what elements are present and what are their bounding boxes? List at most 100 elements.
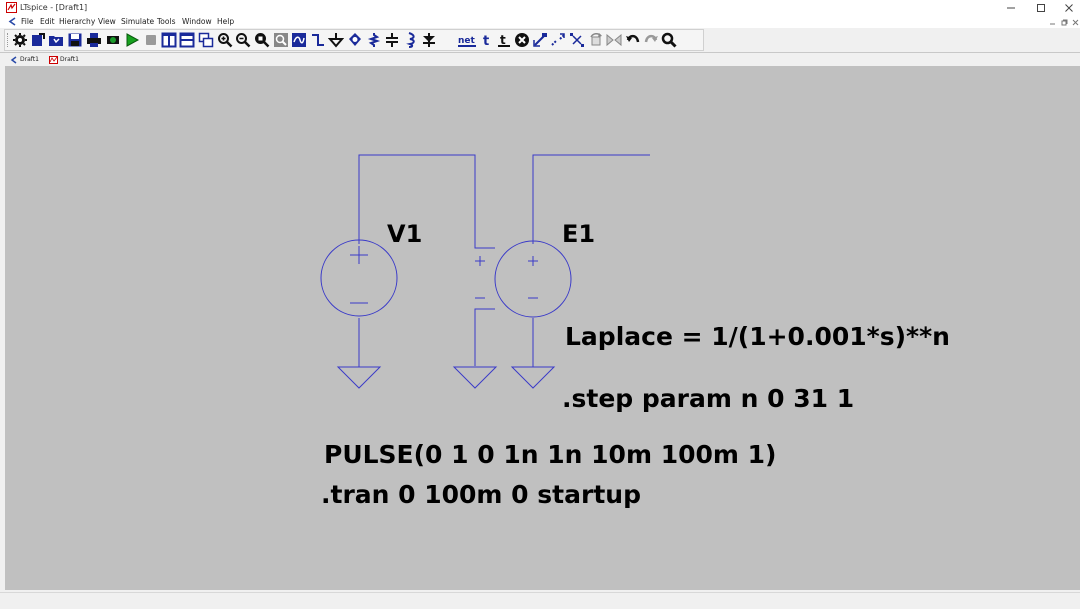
find-button[interactable] — [661, 32, 677, 48]
toolbar-grip[interactable] — [7, 33, 10, 47]
tab-label: Draft1 — [60, 56, 79, 63]
zoom-full-button[interactable] — [254, 32, 270, 48]
menu-hierarchy[interactable]: Hierarchy — [59, 17, 96, 26]
zoom-out-button[interactable] — [235, 32, 251, 48]
redo-button[interactable] — [643, 32, 659, 48]
resistor-button[interactable] — [366, 32, 382, 48]
drag-button[interactable] — [569, 32, 585, 48]
svg-text:t: t — [500, 33, 506, 47]
text-icon: t — [483, 34, 489, 48]
menu-file[interactable]: File — [21, 17, 34, 26]
window-title: LTspice - [Draft1] — [20, 3, 88, 12]
tile-vertical-button[interactable] — [161, 32, 177, 48]
mirror-button[interactable] — [606, 32, 622, 48]
status-bar — [0, 592, 1080, 609]
mdi-close-button[interactable] — [1070, 17, 1080, 27]
svg-text:net: net — [458, 36, 476, 46]
document-tab-bar: Draft1 Draft1 — [0, 53, 1080, 66]
save-button[interactable] — [67, 32, 83, 48]
toolbar: net t t — [0, 29, 1080, 53]
pulse-value[interactable]: PULSE(0 1 0 1n 1n 10m 100m 1) — [324, 440, 776, 469]
tile-horizontal-icon — [179, 32, 195, 48]
menu-tools[interactable]: Tools — [157, 17, 176, 26]
ground-symbol-e1[interactable] — [510, 366, 556, 389]
maximize-icon — [1037, 4, 1045, 12]
schematic-icon — [10, 55, 17, 64]
ground-button[interactable] — [328, 32, 344, 48]
inductor-icon — [406, 32, 415, 48]
menu-help[interactable]: Help — [217, 17, 235, 26]
voltage-source-v1[interactable] — [320, 239, 398, 317]
tab-waveform-draft1[interactable]: Draft1 — [49, 54, 79, 65]
rotate-button[interactable] — [588, 32, 604, 48]
print-button[interactable] — [86, 32, 102, 48]
wire-button[interactable] — [310, 32, 326, 48]
stop-button[interactable] — [143, 32, 159, 48]
zoom-fit-button[interactable] — [273, 32, 289, 48]
tran-directive[interactable]: .tran 0 100m 0 startup — [321, 480, 641, 509]
zoom-in-button[interactable] — [217, 32, 233, 48]
settings-button[interactable] — [12, 32, 28, 48]
run-button[interactable] — [105, 32, 121, 48]
minimize-button[interactable] — [996, 0, 1026, 16]
autorange-icon — [292, 33, 306, 47]
menu-bar: File Edit Hierarchy View Simulate Tools … — [0, 16, 1080, 28]
tab-label: Draft1 — [20, 56, 39, 63]
mdi-minimize-button[interactable] — [1047, 17, 1057, 27]
schematic-canvas[interactable]: V1 E1 Laplace = 1/(1+0.001*s)**n .step p… — [5, 66, 1080, 590]
play-button[interactable] — [124, 32, 140, 48]
mdi-restore-button[interactable] — [1059, 17, 1069, 27]
capacitor-icon — [386, 33, 398, 47]
play-icon — [126, 33, 140, 47]
open-button[interactable] — [30, 32, 46, 48]
stop-icon — [146, 35, 156, 45]
step-directive[interactable]: .step param n 0 31 1 — [562, 384, 854, 413]
spice-directive-icon: t — [498, 33, 510, 47]
maximize-button[interactable] — [1026, 0, 1056, 16]
tile-vertical-icon — [161, 32, 177, 48]
menu-simulate[interactable]: Simulate — [121, 17, 155, 26]
open-folder-button[interactable] — [48, 32, 64, 48]
duplicate-icon — [533, 33, 547, 47]
run-icon — [107, 36, 119, 44]
undo-button[interactable] — [625, 32, 641, 48]
delete-button[interactable] — [514, 32, 530, 48]
e1-label[interactable]: E1 — [562, 220, 595, 248]
net-text-button[interactable]: net — [458, 32, 476, 48]
tab-schematic-draft1[interactable]: Draft1 — [10, 54, 39, 65]
wire-e1-minus-to-ground[interactable] — [474, 308, 495, 366]
delete-icon — [515, 33, 529, 47]
diode-button[interactable] — [421, 32, 437, 48]
wire-e1-output[interactable] — [532, 154, 650, 244]
move-button[interactable] — [550, 32, 566, 48]
inductor-button[interactable] — [403, 32, 419, 48]
tile-horizontal-button[interactable] — [179, 32, 195, 48]
net-text-icon: net — [458, 36, 476, 47]
zoom-in-icon — [218, 33, 233, 48]
duplicate-button[interactable] — [532, 32, 548, 48]
ground-symbol-v1[interactable] — [336, 366, 382, 389]
resistor-icon — [367, 33, 381, 47]
schematic-drawing: V1 E1 Laplace = 1/(1+0.001*s)**n .step p… — [320, 154, 950, 509]
close-button[interactable] — [1054, 0, 1080, 16]
mirror-icon — [606, 33, 622, 47]
waveform-icon — [49, 55, 58, 64]
wire-v1-to-e1-plus[interactable] — [358, 154, 495, 249]
zoom-full-icon — [255, 33, 270, 48]
rotate-icon — [590, 33, 602, 46]
text-button[interactable]: t — [479, 32, 495, 48]
vcvs-e1[interactable] — [475, 240, 572, 318]
v1-label[interactable]: V1 — [387, 220, 422, 248]
ground-symbol-e1-control[interactable] — [452, 366, 498, 389]
capacitor-button[interactable] — [384, 32, 400, 48]
menu-view[interactable]: View — [98, 17, 116, 26]
spice-directive-button[interactable]: t — [496, 32, 512, 48]
menu-edit[interactable]: Edit — [40, 17, 55, 26]
autorange-button[interactable] — [291, 32, 307, 48]
laplace-expression[interactable]: Laplace = 1/(1+0.001*s)**n — [565, 322, 950, 351]
label-net-button[interactable] — [347, 32, 363, 48]
minimize-icon — [1049, 23, 1055, 24]
settings-icon — [13, 33, 27, 47]
menu-window[interactable]: Window — [182, 17, 212, 26]
cascade-button[interactable] — [198, 32, 214, 48]
